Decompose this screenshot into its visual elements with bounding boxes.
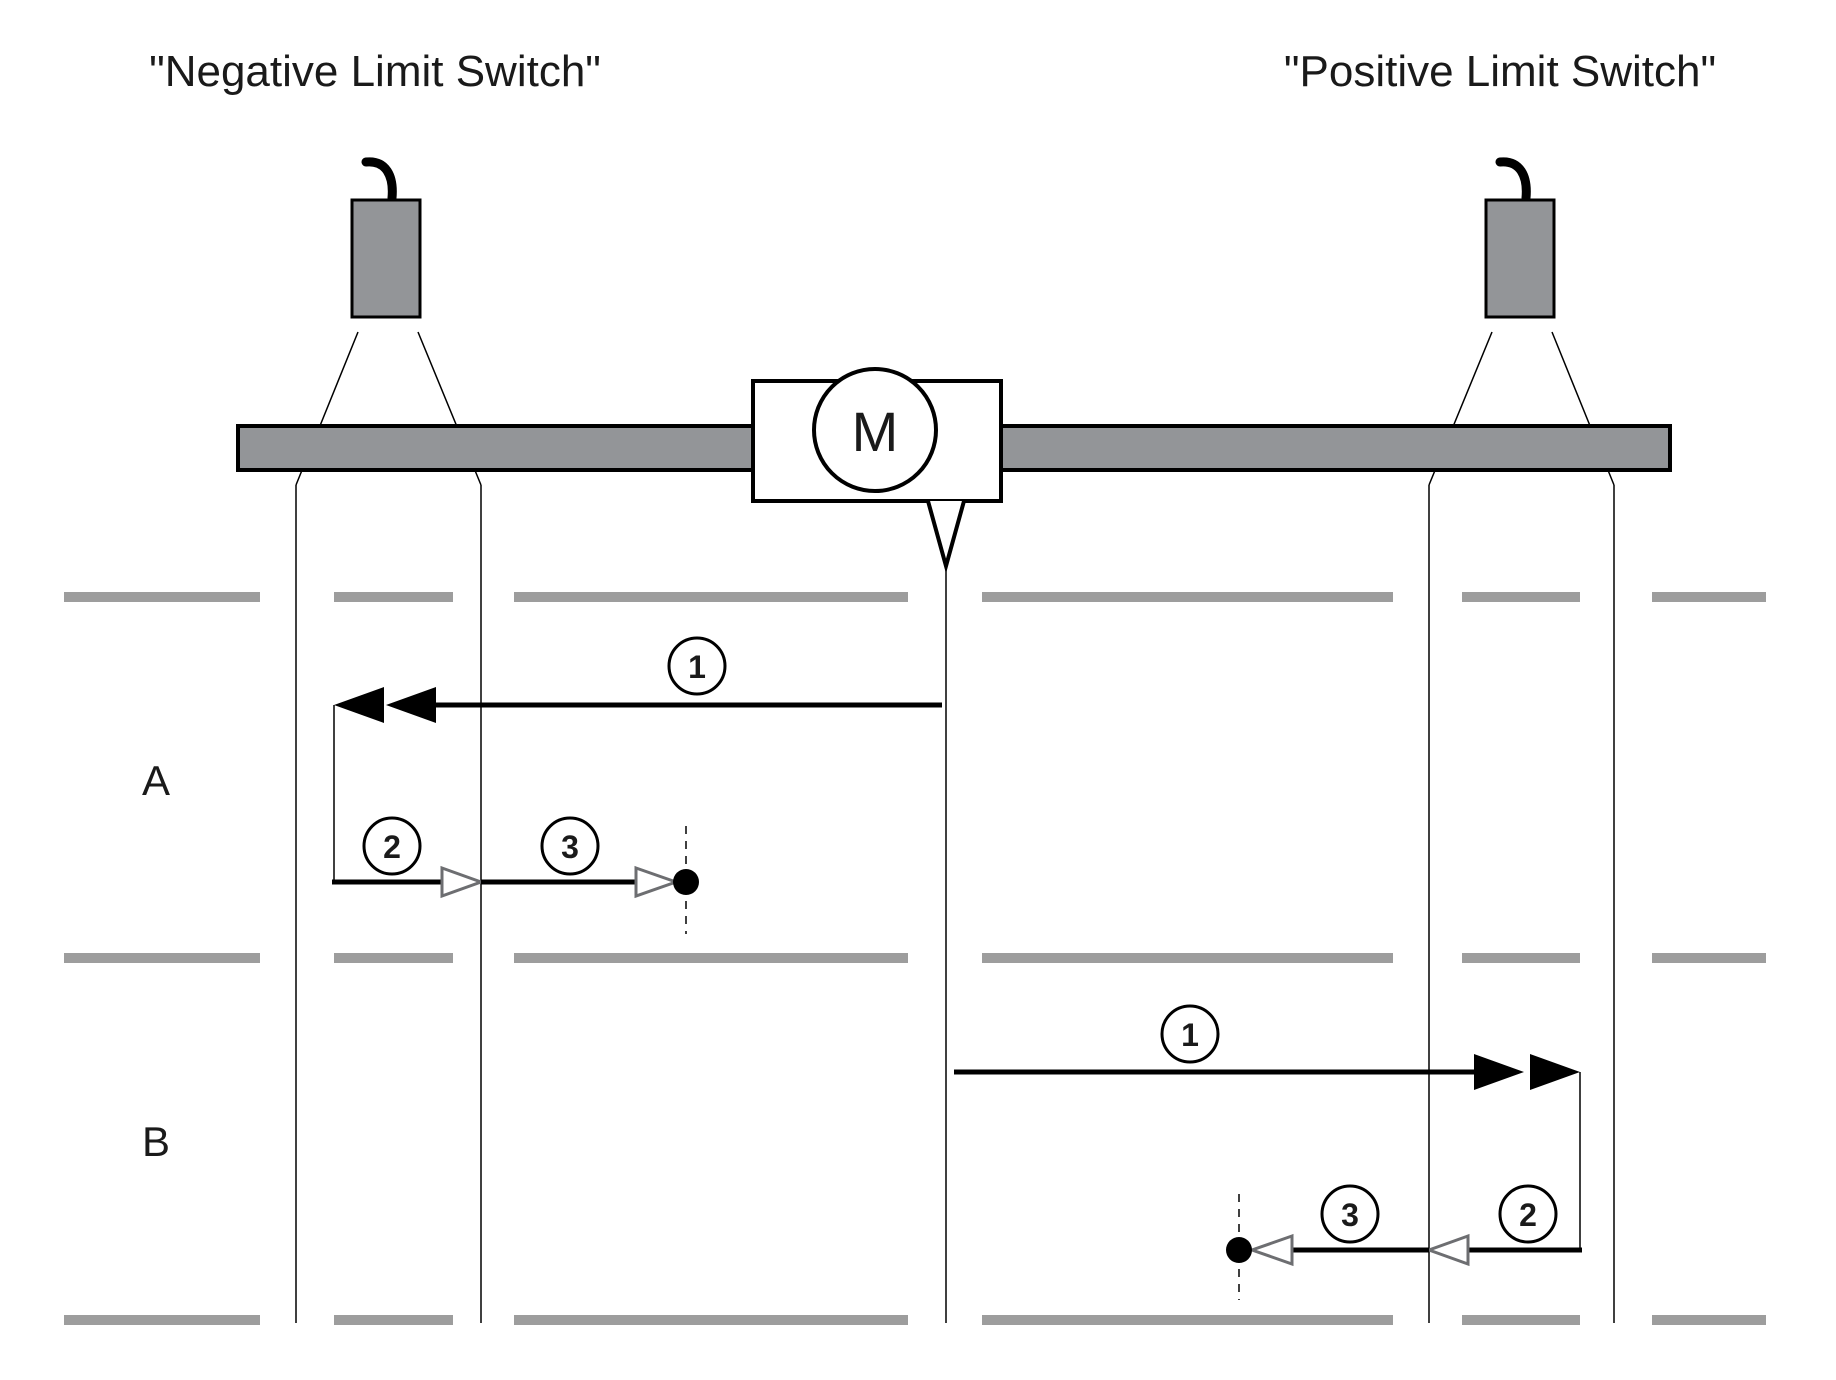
guide-lines (295, 485, 1615, 1323)
row-b-step-3-number: 3 (1341, 1197, 1359, 1233)
row-b-label: B (142, 1118, 170, 1165)
motor-symbol (812, 367, 938, 493)
row-a-home-position-dot (673, 869, 699, 895)
row-a-step-2-number: 2 (383, 829, 401, 865)
row-a-step-1-movement (334, 687, 942, 723)
carriage-pointer (926, 500, 966, 574)
row-a-step-2-movement (332, 865, 486, 899)
motor-carriage: M (751, 367, 1003, 574)
row-b-home-position-dot (1226, 1237, 1252, 1263)
row-a-step-2-marker: 2 (362, 816, 422, 876)
row-b-step-3-movement (1247, 1233, 1429, 1267)
row-b-step-1-number: 1 (1181, 1017, 1199, 1053)
row-b-step-2-number: 2 (1519, 1197, 1537, 1233)
positive-limit-switch-title: "Positive Limit Switch" (1284, 47, 1716, 96)
row-a-step-3-number: 3 (561, 829, 579, 865)
row-a-step-1-number: 1 (688, 649, 706, 685)
negative-limit-switch-sensor (295, 157, 482, 486)
row-b-step-2-marker: 2 (1498, 1184, 1558, 1244)
row-b-step-1-marker: 1 (1160, 1004, 1220, 1064)
row-a-step-3-marker: 3 (540, 816, 600, 876)
row-a-step-3-movement (481, 865, 681, 899)
row-b-step-3-marker: 3 (1320, 1184, 1380, 1244)
row-a-label: A (142, 757, 170, 804)
negative-limit-switch-title: "Negative Limit Switch" (149, 47, 601, 96)
motor-label: M (852, 400, 899, 463)
row-a-step-1-marker: 1 (667, 636, 727, 696)
row-b-step-1-movement (954, 1054, 1580, 1090)
row-b-step-2-movement (1424, 1233, 1582, 1267)
